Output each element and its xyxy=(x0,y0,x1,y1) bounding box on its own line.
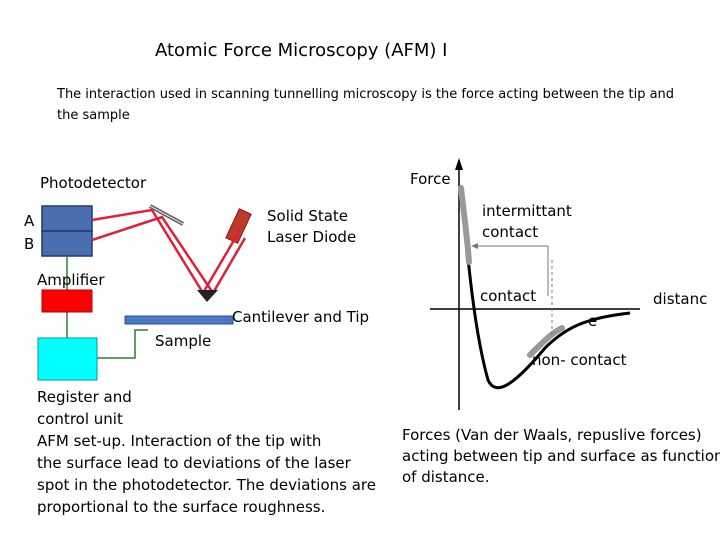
force-axis-label: Force xyxy=(410,170,451,188)
intermittant-label-line-1: intermittant xyxy=(482,202,572,220)
force-axis-arrow xyxy=(455,158,463,170)
forces-caption: Forces (Van der Waals, repuslive forces)… xyxy=(402,425,720,488)
laser-label: Solid State Laser Diode xyxy=(267,206,356,248)
amplifier-box xyxy=(41,289,93,313)
register-label-line-2: control unit xyxy=(37,410,123,428)
noncontact-label: non- contact xyxy=(532,351,627,369)
mirror-highlight xyxy=(149,205,184,225)
force-curve xyxy=(459,187,631,390)
photodetector-segment-a xyxy=(41,205,93,232)
cantilever-tip xyxy=(197,290,218,302)
forces-caption-line-3: of distance. xyxy=(402,468,490,486)
laser-beam-lower xyxy=(91,215,247,296)
forces-caption-line-1: Forces (Van der Waals, repuslive forces) xyxy=(402,426,702,444)
cantilever-label: Cantilever and Tip xyxy=(232,308,370,326)
photodetector-label: Photodetector xyxy=(40,174,147,192)
amplifier-label: Amplifier xyxy=(37,271,105,289)
register-label-line-1: Register and xyxy=(37,388,132,406)
intermittant-label: intermittant contact xyxy=(482,201,572,243)
noncontact-region-highlight xyxy=(527,325,565,358)
setup-caption-line-3: spot in the photodetector. The deviation… xyxy=(37,476,376,494)
contact-label: contact xyxy=(480,287,537,305)
wire-unit-sample xyxy=(97,329,148,359)
cantilever-bar xyxy=(124,315,234,325)
photodetector-segment-b xyxy=(41,230,93,257)
intermittant-label-line-2: contact xyxy=(482,223,539,241)
laser-beam-upper xyxy=(91,208,242,296)
distance-label-part1: distanc xyxy=(653,290,708,308)
forces-caption-line-2: acting between tip and surface as functi… xyxy=(402,447,720,465)
laser-diode xyxy=(225,208,252,244)
distance-label-part2: e xyxy=(588,312,598,330)
intermittant-bracket-arrow xyxy=(471,243,478,249)
sample-label: Sample xyxy=(155,332,212,350)
intro-text: The interaction used in scanning tunnell… xyxy=(57,87,675,123)
segment-b-label: B xyxy=(24,235,35,253)
register-label: Register and control unit xyxy=(37,386,132,430)
laser-label-line-1: Solid State xyxy=(267,207,349,225)
laser-label-line-2: Laser Diode xyxy=(267,228,357,246)
setup-caption-line-4: proportional to the surface roughness. xyxy=(37,498,326,516)
page-title: Atomic Force Microscopy (AFM) I xyxy=(155,40,448,61)
setup-caption-line-2: the surface lead to deviations of the la… xyxy=(37,454,351,472)
segment-a-label: A xyxy=(24,212,35,230)
control-unit-box xyxy=(37,337,98,381)
setup-caption: AFM set-up. Interaction of the tip with … xyxy=(37,430,376,518)
setup-caption-line-1: AFM set-up. Interaction of the tip with xyxy=(37,432,322,450)
intermittant-region-highlight xyxy=(458,185,472,265)
